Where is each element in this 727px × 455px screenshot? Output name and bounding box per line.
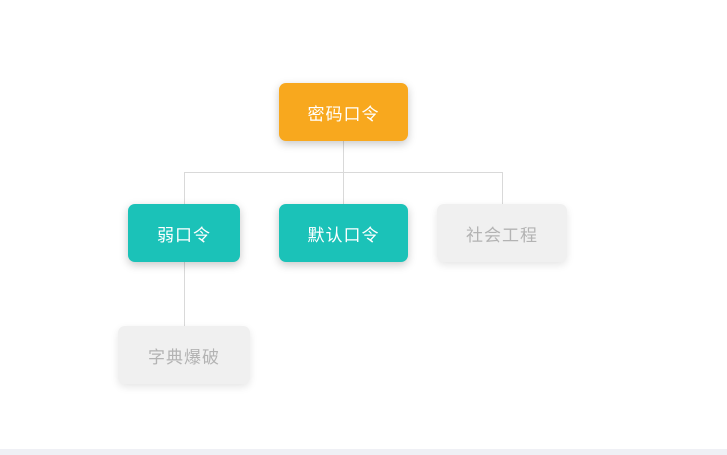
tree-node-label: 字典爆破 <box>148 347 220 367</box>
tree-node-weak-password[interactable]: 弱口令 <box>128 204 240 262</box>
horizontal-scrollbar-track[interactable] <box>0 449 727 455</box>
tree-node-dictionary-attack[interactable]: 字典爆破 <box>118 326 250 384</box>
tree-node-label: 密码口令 <box>307 104 380 124</box>
connector-to-default-node <box>343 172 344 204</box>
tree-node-default-password[interactable]: 默认口令 <box>279 204 408 262</box>
connector-to-social-node <box>502 172 503 204</box>
tree-node-social-engineering[interactable]: 社会工程 <box>437 204 567 262</box>
tree-node-label: 弱口令 <box>157 225 211 245</box>
tree-node-password-root[interactable]: 密码口令 <box>279 83 408 141</box>
connector-weak-to-dict-node <box>184 262 185 326</box>
tree-node-label: 社会工程 <box>466 225 538 245</box>
tree-node-label: 默认口令 <box>307 225 380 245</box>
connector-to-weak-node <box>184 172 185 204</box>
connector-root-trunk <box>343 141 344 172</box>
